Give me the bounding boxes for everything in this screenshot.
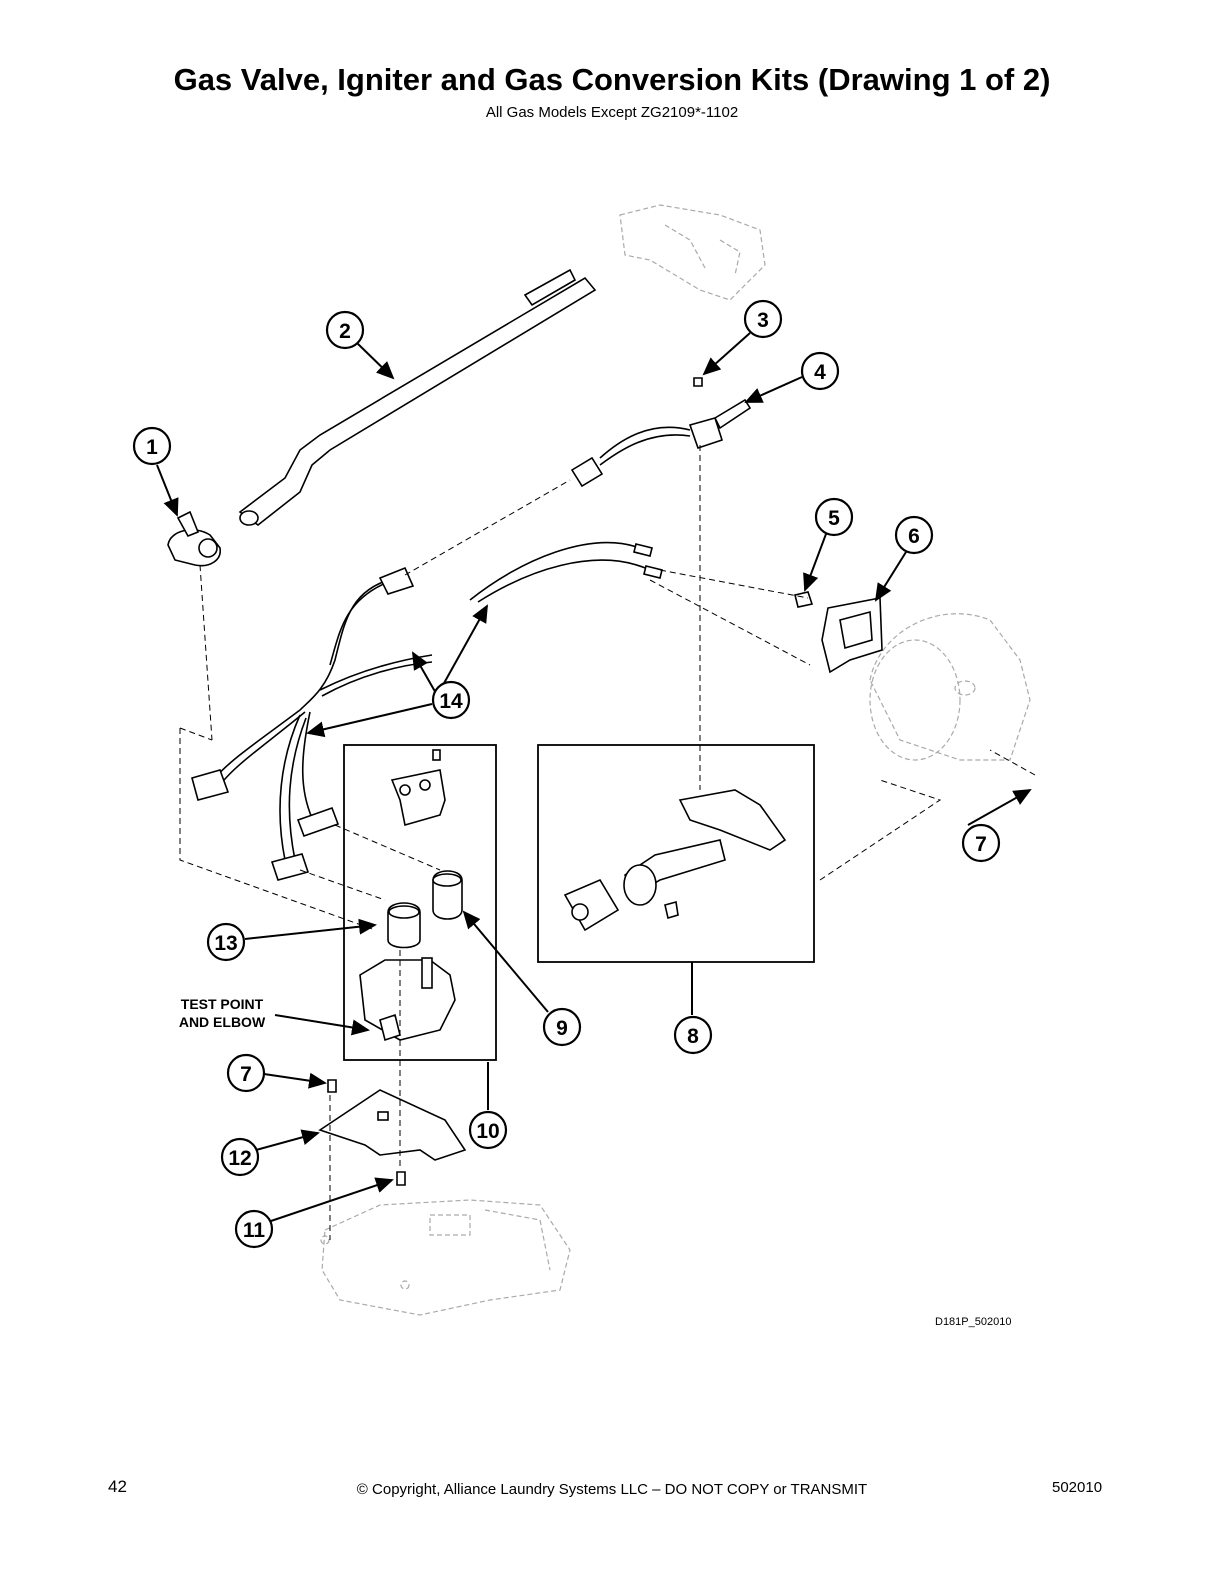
callout-12: 12 bbox=[220, 1137, 260, 1177]
callout-5: 5 bbox=[814, 497, 854, 537]
svg-text:14: 14 bbox=[439, 690, 463, 713]
svg-text:9: 9 bbox=[556, 1017, 568, 1040]
ghost-bracket-top bbox=[619, 204, 766, 301]
svg-text:1: 1 bbox=[146, 436, 158, 459]
svg-text:4: 4 bbox=[814, 361, 826, 384]
callout-7-left: 7 bbox=[226, 1053, 266, 1093]
callout-9: 9 bbox=[542, 1007, 582, 1047]
test-point-label-line2: AND ELBOW bbox=[179, 1014, 266, 1030]
callout-1: 1 bbox=[132, 426, 172, 466]
svg-text:11: 11 bbox=[243, 1219, 266, 1242]
callout-14: 14 bbox=[431, 680, 471, 720]
callout-8: 8 bbox=[673, 1015, 713, 1055]
svg-text:12: 12 bbox=[228, 1147, 251, 1170]
page-title: Gas Valve, Igniter and Gas Conversion Ki… bbox=[173, 62, 1051, 97]
svg-text:10: 10 bbox=[476, 1120, 499, 1143]
svg-text:8: 8 bbox=[687, 1025, 699, 1048]
manifold-pipe bbox=[238, 268, 597, 527]
leader-arrows bbox=[156, 332, 1032, 1223]
assembly-lines bbox=[179, 445, 1036, 1240]
svg-text:3: 3 bbox=[757, 309, 769, 332]
callout-6: 6 bbox=[894, 515, 934, 555]
svg-text:6: 6 bbox=[908, 525, 920, 548]
gas-valve-kit-box bbox=[343, 744, 497, 1061]
test-point-label-line1: TEST POINT bbox=[181, 996, 264, 1012]
ghost-burner-housing bbox=[869, 613, 1031, 761]
wiring-harness bbox=[191, 541, 663, 881]
igniter-bracket bbox=[794, 591, 883, 674]
page-number: 42 bbox=[108, 1477, 127, 1496]
page-subtitle: All Gas Models Except ZG2109*-1102 bbox=[485, 104, 739, 121]
callout-7-right: 7 bbox=[961, 823, 1001, 863]
callout-13: 13 bbox=[206, 922, 246, 962]
svg-text:2: 2 bbox=[339, 320, 351, 343]
conversion-kit-box bbox=[537, 744, 815, 963]
svg-text:7: 7 bbox=[240, 1063, 252, 1086]
drawing-code: D181P_502010 bbox=[935, 1316, 1011, 1328]
revision-code: 502010 bbox=[1052, 1479, 1103, 1496]
shutoff-valve bbox=[167, 510, 221, 567]
callout-4: 4 bbox=[800, 351, 840, 391]
callout-11: 11 bbox=[234, 1209, 274, 1249]
svg-text:7: 7 bbox=[975, 833, 987, 856]
ghost-base-plate bbox=[320, 1199, 571, 1316]
callout-3: 3 bbox=[743, 299, 783, 339]
callout-2: 2 bbox=[325, 310, 365, 350]
svg-text:5: 5 bbox=[828, 507, 840, 530]
copyright-notice: © Copyright, Alliance Laundry Systems LL… bbox=[356, 1481, 868, 1498]
svg-text:13: 13 bbox=[214, 932, 237, 955]
igniter-assembly bbox=[570, 377, 752, 488]
callout-10: 10 bbox=[468, 1110, 508, 1150]
mounting-plate bbox=[318, 1079, 467, 1186]
